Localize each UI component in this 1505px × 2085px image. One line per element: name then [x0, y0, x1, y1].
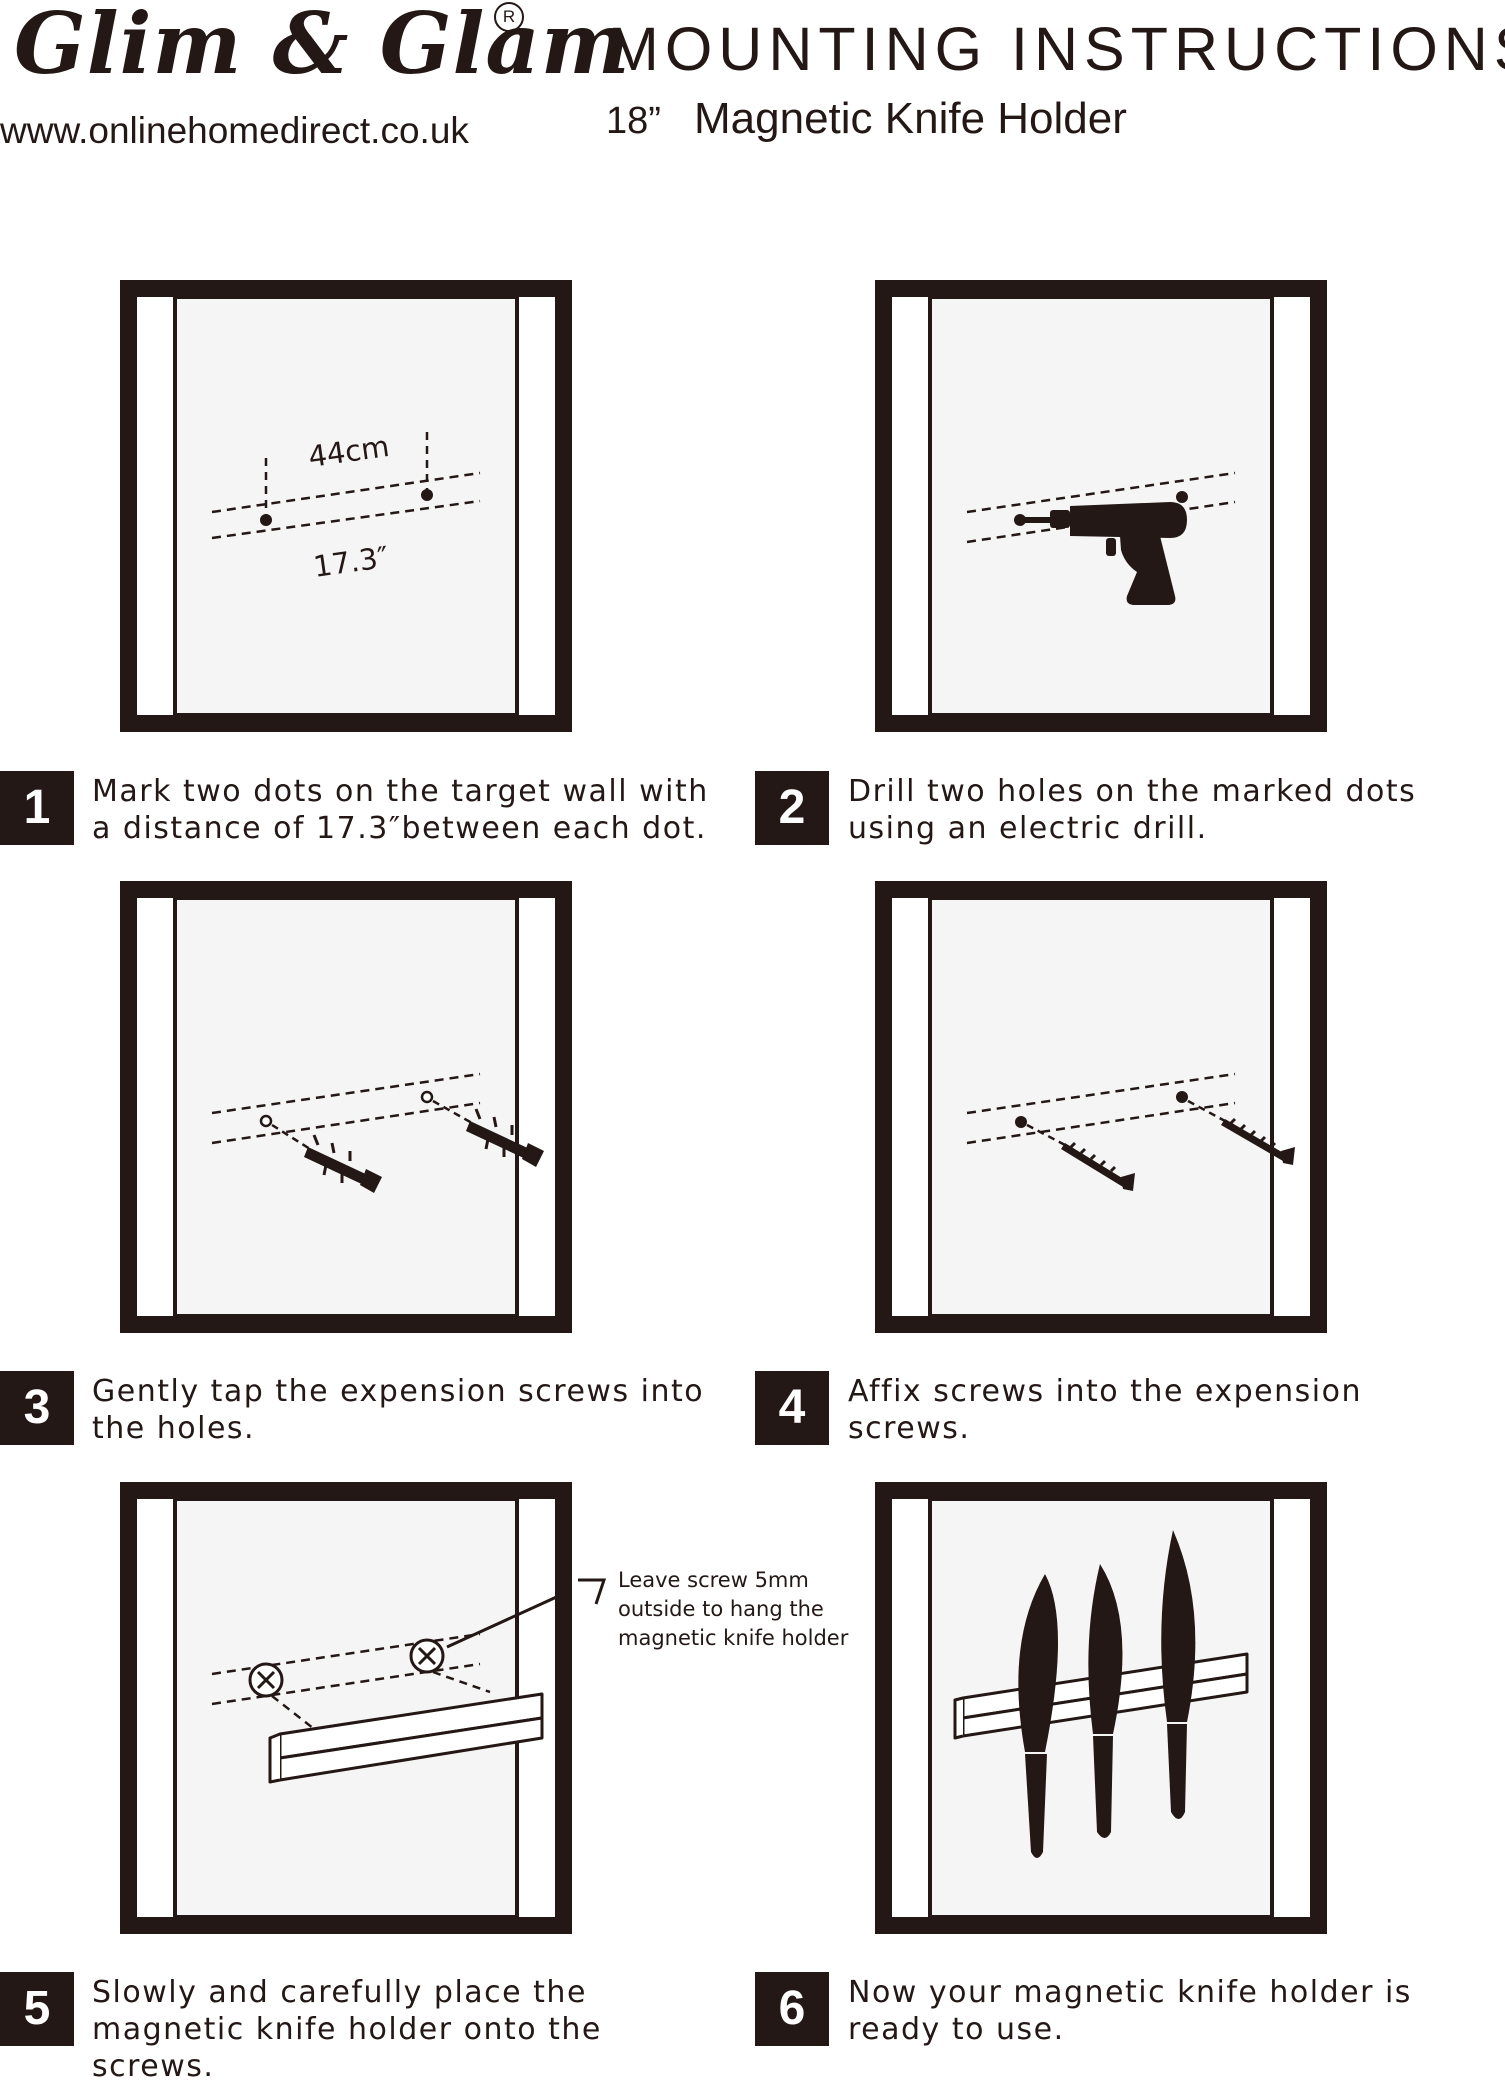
step-5-text: Slowly and carefully place the magnetic … — [92, 1975, 602, 2084]
wall-frame-6 — [892, 1497, 1310, 1919]
step-4-text: Affix screws into the expension screws. — [848, 1374, 1362, 1446]
step-2-illustration — [875, 280, 1327, 732]
screw-icon — [1221, 1117, 1295, 1165]
product-size: 18” — [606, 100, 661, 142]
step-6-text: Now your magnetic knife holder is ready … — [848, 1975, 1412, 2047]
wall-plug-icon — [466, 1108, 544, 1167]
wall-frame-5 — [137, 1497, 572, 1919]
electric-drill-icon — [1014, 502, 1187, 605]
arrow-head-icon — [578, 1578, 607, 1605]
step-3-text: Gently tap the expension screws into the… — [92, 1374, 705, 1446]
product-name: Magnetic Knife Holder — [694, 94, 1127, 143]
step-1-text: Mark two dots on the target wall with a … — [92, 774, 709, 846]
knife-icon — [1018, 1574, 1058, 1858]
screw-marker-icon — [248, 1662, 284, 1698]
wall-frame-4 — [892, 896, 1310, 1318]
step-3-illustration — [120, 881, 572, 1333]
wall-plug-icon — [304, 1134, 382, 1193]
website-url: www.onlinehomedirect.co.uk — [0, 110, 469, 151]
screw-note: Leave screw 5mm outside to hang the magn… — [618, 1568, 849, 1650]
step-2-number: 2 — [755, 771, 829, 845]
wall-frame-1: 44cm 17.3″ — [137, 295, 555, 717]
step-4-illustration — [875, 881, 1327, 1333]
step-6-illustration — [875, 1482, 1327, 1934]
step-1-number: 1 — [0, 771, 74, 845]
wall-frame-3 — [137, 896, 555, 1318]
knife-holder-bar — [268, 1692, 544, 1784]
knife-icon — [1088, 1564, 1123, 1838]
registered-mark-icon: R — [494, 2, 524, 32]
step-3-number: 3 — [0, 1371, 74, 1445]
step-1-illustration: 44cm 17.3″ — [120, 280, 572, 732]
wall-frame-2 — [892, 295, 1310, 717]
screw-marker-icon — [409, 1638, 445, 1674]
step-6-number: 6 — [755, 1972, 829, 2046]
knife-icon — [1161, 1530, 1196, 1819]
screw-icon — [1061, 1141, 1135, 1191]
step-5-number: 5 — [0, 1972, 74, 2046]
step-5-illustration — [120, 1482, 572, 1934]
step-2-text: Drill two holes on the marked dots using… — [848, 774, 1417, 846]
step-4-number: 4 — [755, 1371, 829, 1445]
page-title: MOUNTING INSTRUCTIONS — [608, 15, 1505, 83]
brand-logo: Glim & Glam — [14, 0, 631, 93]
